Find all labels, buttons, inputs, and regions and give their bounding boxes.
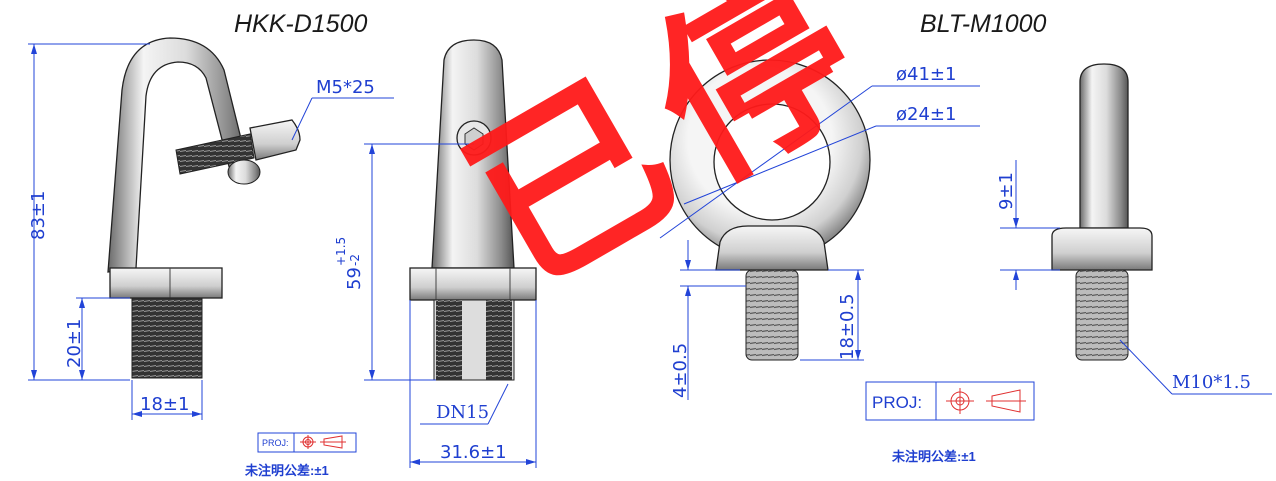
tolerance-note-left: 未注明公差:±1 [244, 463, 329, 478]
dim-m10: M10*1.5 [1172, 372, 1251, 393]
dim-4: 4±0.5 [670, 343, 691, 398]
hook-dimensions: 83±1 20±1 18±1 M5*25 [28, 43, 394, 420]
dim-59-tol-dn: -2 [348, 254, 362, 266]
dim-59: 59 [344, 267, 365, 290]
dim-9: 9±1 [996, 172, 1017, 210]
proj-symbol-large: PROJ: [865, 381, 1035, 421]
title-blt-m1000: BLT-M1000 [920, 10, 1047, 38]
dim-59-tol-up: +1.5 [334, 237, 348, 266]
eyebolt-front-view [669, 59, 871, 361]
dim-31-6: 31.6±1 [440, 442, 507, 463]
hook-front-view [409, 39, 537, 381]
hook-side-view [107, 37, 301, 379]
dim-d41: ø41±1 [896, 64, 956, 85]
dim-dn15: DN15 [436, 402, 489, 423]
proj-label-small: PROJ: [262, 438, 289, 448]
dim-18-05: 18±0.5 [837, 293, 858, 360]
eyebolt-side-dimensions: 9±1 M10*1.5 [996, 160, 1272, 395]
title-hkk-d1500: HKK-D1500 [234, 10, 367, 38]
eyebolt-side-view [1051, 63, 1153, 361]
dim-18: 18±1 [140, 394, 189, 415]
dim-d24: ø24±1 [896, 104, 956, 125]
proj-symbol-small: PROJ: [257, 432, 357, 453]
dim-20: 20±1 [64, 319, 85, 368]
dim-m5: M5*25 [316, 77, 375, 98]
eyebolt-front-dimensions: ø41±1 ø24±1 4±0.5 18±0.5 [659, 64, 980, 400]
tolerance-note-right: 未注明公差:±1 [891, 449, 976, 464]
hook-front-dimensions: 59 +1.5 -2 31.6±1 DN15 [334, 143, 537, 468]
proj-label-large: PROJ: [872, 393, 922, 412]
dim-83: 83±1 [28, 191, 49, 240]
